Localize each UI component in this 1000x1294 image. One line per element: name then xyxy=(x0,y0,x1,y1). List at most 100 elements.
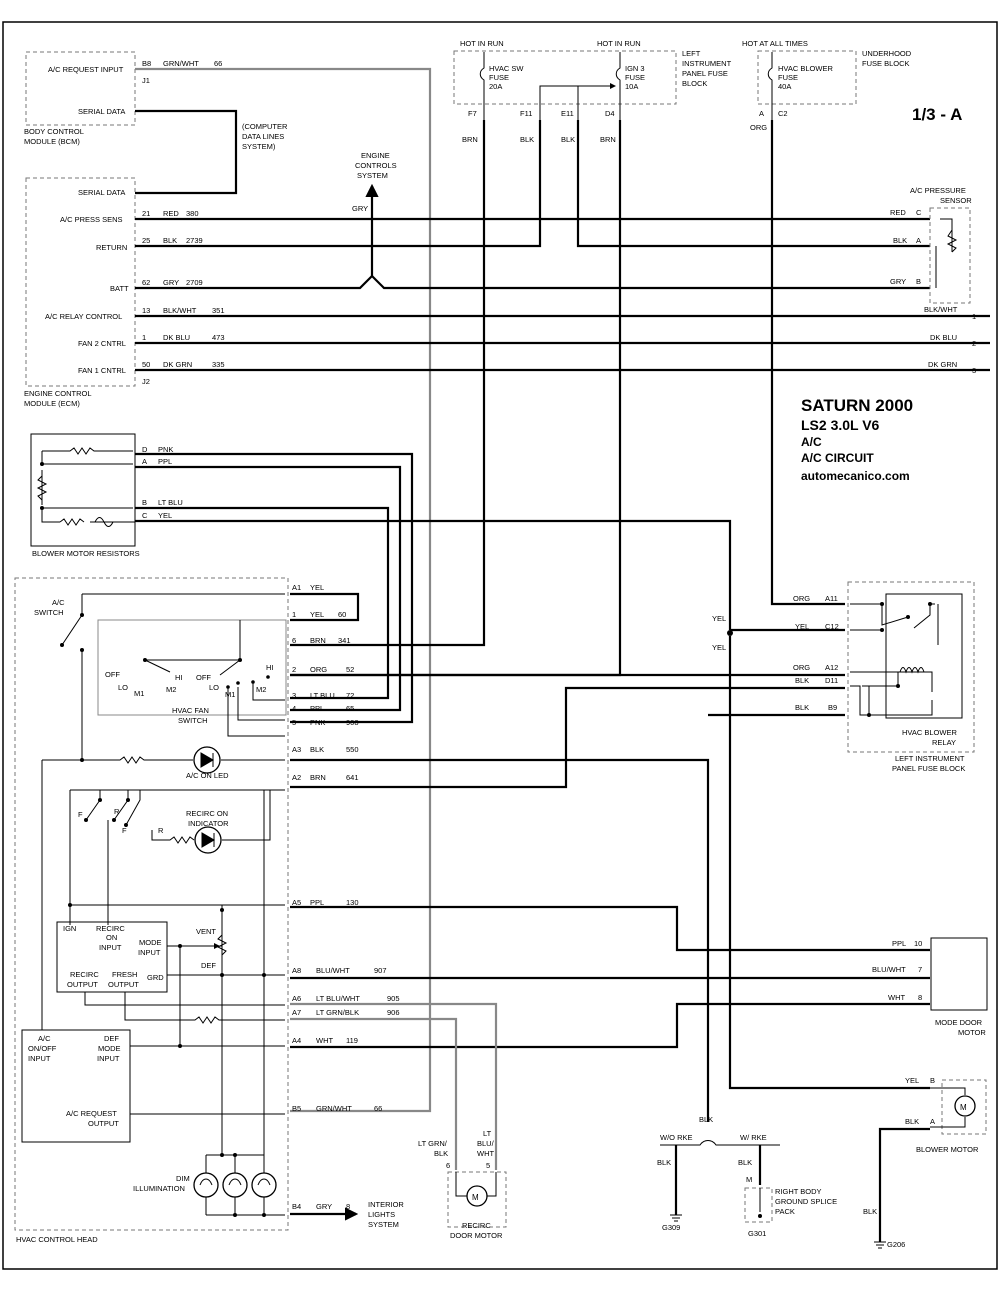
svg-text:YEL: YEL xyxy=(712,643,726,652)
svg-text:BLK: BLK xyxy=(893,236,907,245)
svg-text:CONTROLS: CONTROLS xyxy=(355,161,397,170)
svg-text:ORG: ORG xyxy=(750,123,767,132)
svg-text:A3: A3 xyxy=(292,745,301,754)
svg-text:UNDERHOOD: UNDERHOOD xyxy=(862,49,912,58)
grounds: BLK W/O RKE W/ RKE BLK BLK M RIGHT BODY … xyxy=(657,1115,905,1249)
svg-text:DK BLU: DK BLU xyxy=(930,333,957,342)
svg-text:BRN: BRN xyxy=(310,636,326,645)
svg-text:PPL: PPL xyxy=(310,704,324,713)
svg-text:RECIRC: RECIRC xyxy=(70,970,99,979)
hvac-blower-relay: HVAC BLOWER RELAY LEFT INSTRUMENT PANEL … xyxy=(712,581,975,773)
svg-text:A/C PRESS SENS: A/C PRESS SENS xyxy=(60,215,123,224)
svg-text:8: 8 xyxy=(918,993,922,1002)
svg-text:F7: F7 xyxy=(468,109,477,118)
svg-text:MODE: MODE xyxy=(98,1044,121,1053)
svg-text:BLU/WHT: BLU/WHT xyxy=(872,965,906,974)
svg-text:D11: D11 xyxy=(825,676,838,685)
svg-text:1: 1 xyxy=(972,312,976,321)
svg-text:YEL: YEL xyxy=(795,622,809,631)
blower-motor: M BLOWER MOTOR YEL B BLK A xyxy=(878,1076,987,1242)
svg-text:RECIRC: RECIRC xyxy=(462,1221,491,1230)
svg-text:A6: A6 xyxy=(292,994,301,1003)
svg-text:FAN 2 CNTRL: FAN 2 CNTRL xyxy=(78,339,126,348)
svg-text:YEL: YEL xyxy=(310,583,324,592)
svg-text:OUTPUT: OUTPUT xyxy=(108,980,139,989)
svg-text:HVAC CONTROL HEAD: HVAC CONTROL HEAD xyxy=(16,1235,98,1244)
svg-text:WHT: WHT xyxy=(888,993,905,1002)
svg-text:2709: 2709 xyxy=(186,278,203,287)
svg-text:BLK/WHT: BLK/WHT xyxy=(163,306,197,315)
svg-text:HOT IN RUN: HOT IN RUN xyxy=(460,39,504,48)
svg-text:A: A xyxy=(930,1117,935,1126)
svg-text:380: 380 xyxy=(186,209,199,218)
svg-text:641: 641 xyxy=(346,773,359,782)
svg-text:C2: C2 xyxy=(778,109,788,118)
svg-text:DIM: DIM xyxy=(176,1174,190,1183)
svg-text:HI: HI xyxy=(175,673,183,682)
svg-text:GRY: GRY xyxy=(352,204,368,213)
svg-text:DOOR MOTOR: DOOR MOTOR xyxy=(450,1231,503,1240)
svg-text:10A: 10A xyxy=(625,82,638,91)
wires-relay xyxy=(290,628,930,1090)
svg-text:A2: A2 xyxy=(292,773,301,782)
svg-text:50: 50 xyxy=(142,360,150,369)
fuse-block-left-ip: HOT IN RUN HOT IN RUN LEFT INSTRUMENT PA… xyxy=(453,39,732,144)
svg-text:BLK: BLK xyxy=(699,1115,713,1124)
svg-text:YEL: YEL xyxy=(905,1076,919,1085)
svg-text:SERIAL DATA: SERIAL DATA xyxy=(78,188,125,197)
svg-text:10: 10 xyxy=(914,939,922,948)
svg-text:20A: 20A xyxy=(489,82,502,91)
svg-text:SYSTEM: SYSTEM xyxy=(357,171,388,180)
svg-text:5: 5 xyxy=(486,1161,490,1170)
svg-text:WHT: WHT xyxy=(316,1036,333,1045)
svg-text:VENT: VENT xyxy=(196,927,216,936)
svg-text:LO: LO xyxy=(118,683,128,692)
svg-text:WHT: WHT xyxy=(477,1149,494,1158)
svg-text:C: C xyxy=(916,208,922,217)
svg-text:ENGINE: ENGINE xyxy=(361,151,390,160)
svg-text:BLK: BLK xyxy=(738,1158,752,1167)
svg-text:ON/OFF: ON/OFF xyxy=(28,1044,57,1053)
svg-text:6: 6 xyxy=(446,1161,450,1170)
svg-text:473: 473 xyxy=(212,333,225,342)
svg-text:LEFT: LEFT xyxy=(682,49,701,58)
svg-text:M: M xyxy=(746,1175,752,1184)
svg-text:MOTOR: MOTOR xyxy=(958,1028,986,1037)
svg-text:OFF: OFF xyxy=(196,673,211,682)
svg-text:RED: RED xyxy=(890,208,906,217)
svg-text:MODE DOOR: MODE DOOR xyxy=(935,1018,983,1027)
svg-text:B9: B9 xyxy=(828,703,837,712)
svg-text:IGN: IGN xyxy=(63,924,76,933)
svg-text:60: 60 xyxy=(338,610,346,619)
svg-text:130: 130 xyxy=(346,898,359,907)
system-label: A/C xyxy=(801,435,822,449)
svg-text:RECIRC: RECIRC xyxy=(96,924,125,933)
svg-text:6: 6 xyxy=(292,636,296,645)
svg-text:A: A xyxy=(142,457,147,466)
svg-text:ORG: ORG xyxy=(310,665,327,674)
svg-text:PANEL FUSE BLOCK: PANEL FUSE BLOCK xyxy=(892,764,965,773)
svg-text:PPL: PPL xyxy=(892,939,906,948)
svg-text:BLOWER MOTOR: BLOWER MOTOR xyxy=(916,1145,979,1154)
svg-text:LIGHTS: LIGHTS xyxy=(368,1210,395,1219)
svg-text:SYSTEM): SYSTEM) xyxy=(242,142,276,151)
svg-text:FUSE: FUSE xyxy=(625,73,645,82)
svg-text:YEL: YEL xyxy=(158,511,172,520)
svg-text:A1: A1 xyxy=(292,583,301,592)
svg-text:13: 13 xyxy=(142,306,150,315)
svg-text:B: B xyxy=(930,1076,935,1085)
svg-text:RELAY: RELAY xyxy=(932,738,956,747)
svg-text:MODULE (BCM): MODULE (BCM) xyxy=(24,137,80,146)
engine-label: LS2 3.0L V6 xyxy=(801,417,880,433)
svg-text:YEL: YEL xyxy=(310,610,324,619)
svg-text:GRY: GRY xyxy=(890,277,906,286)
body-control-module: A/C REQUEST INPUT SERIAL DATA B8 GRN/WHT… xyxy=(24,51,288,151)
wires-head xyxy=(290,592,930,1221)
svg-text:RIGHT BODY: RIGHT BODY xyxy=(775,1187,822,1196)
svg-text:F11: F11 xyxy=(520,109,532,118)
svg-text:PACK: PACK xyxy=(775,1207,795,1216)
svg-text:PANEL FUSE: PANEL FUSE xyxy=(682,69,728,78)
svg-text:HVAC BLOWER: HVAC BLOWER xyxy=(902,728,957,737)
svg-text:A/C REQUEST INPUT: A/C REQUEST INPUT xyxy=(48,65,124,74)
engine-control-module: SERIAL DATA A/C PRESS SENS RETURN BATT A… xyxy=(24,177,225,408)
